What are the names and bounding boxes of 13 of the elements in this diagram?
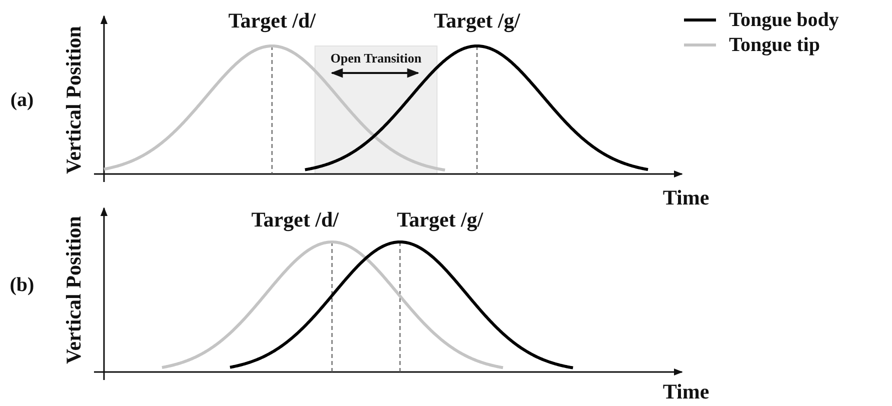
target-label: Target /d/ <box>251 210 339 230</box>
target-label: Target /g/ <box>434 10 520 32</box>
axis-title: Time <box>662 382 710 402</box>
panel-label: (b) <box>10 275 34 295</box>
interval-label: Open Transition <box>330 52 422 64</box>
axis-title: Vertical Position <box>64 216 84 364</box>
axis-title: Time <box>662 188 710 208</box>
panel-label: (a) <box>10 90 34 110</box>
legend-label: Tongue body <box>729 10 839 30</box>
target-label: Target /g/ <box>396 210 484 230</box>
legend-label: Tongue tip <box>729 35 820 55</box>
axis-title: Vertical Position <box>64 26 84 174</box>
target-label: Target /d/ <box>228 10 316 32</box>
